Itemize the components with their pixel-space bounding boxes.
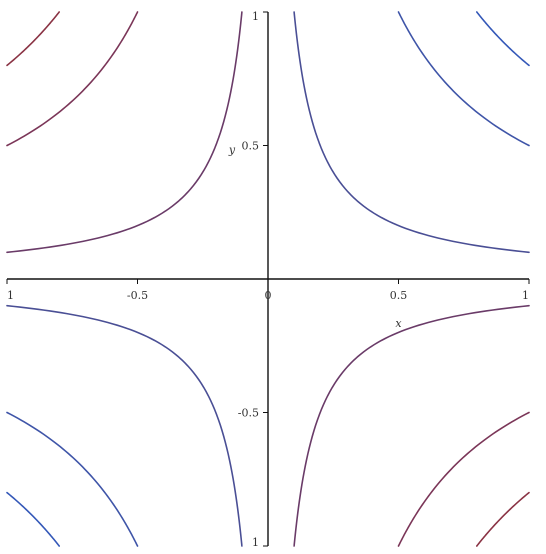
axis-ticks: 1 -0.5 0 0.5 1 1 0.5 -0.5 1 — [6, 10, 530, 549]
contour-line-10 — [6, 411, 139, 547]
x-tick-label-3: 0.5 — [390, 289, 408, 302]
y-tick-label-3: 1 — [252, 536, 259, 549]
y-tick-label-2: -0.5 — [238, 407, 259, 420]
contour-line-4 — [6, 11, 139, 147]
x-axis-label: x — [395, 317, 402, 330]
contour-line-1 — [397, 11, 530, 147]
y-tick-label-0: 1 — [252, 10, 259, 23]
y-tick-label-1: 0.5 — [242, 140, 260, 153]
contour-line-8 — [476, 491, 530, 547]
contour-line-3 — [6, 11, 243, 254]
x-tick-label-4: 1 — [522, 289, 529, 302]
contour-line-6 — [293, 304, 530, 547]
contour-curves — [6, 11, 530, 547]
contour-line-5 — [6, 11, 60, 67]
contour-line-11 — [6, 491, 60, 547]
x-tick-label-0: 1 — [7, 289, 14, 302]
y-axis-label: y — [228, 144, 236, 157]
x-tick-label-2: 0 — [265, 289, 272, 302]
x-tick-label-1: -0.5 — [127, 289, 148, 302]
axis-labels: x y — [228, 144, 403, 330]
contour-line-7 — [397, 411, 530, 547]
contour-line-9 — [6, 304, 243, 547]
contour-line-2 — [476, 11, 530, 67]
contour-line-0 — [293, 11, 530, 254]
